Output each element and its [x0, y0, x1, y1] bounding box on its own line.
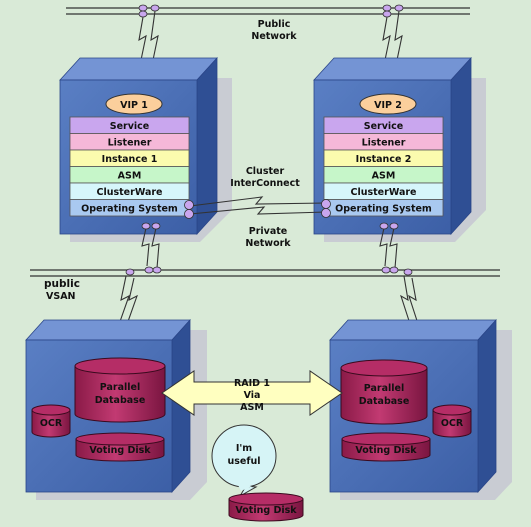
voting-disk-standalone: Voting Disk	[228, 492, 304, 522]
raid-double-arrow: RAID 1 Via ASM	[161, 370, 343, 416]
parallel-database-2: Parallel Database	[340, 359, 428, 425]
ocr-disk-1: OCR	[31, 404, 71, 438]
ocr-label-2: OCR	[441, 418, 464, 429]
voting-disk-standalone-label: Voting Disk	[235, 505, 297, 516]
database-label-2b: Database	[359, 396, 410, 407]
layer-clusterware-label-1: ClusterWare	[97, 187, 163, 198]
private-network-label-2: Network	[245, 238, 291, 249]
ocr-disk-2: OCR	[432, 404, 472, 438]
vip-label-2: VIP 2	[374, 100, 402, 111]
cluster-interconnect-label-2: InterConnect	[230, 178, 300, 189]
interconnect-lines	[189, 196, 327, 215]
public-network-label-2: Network	[251, 31, 297, 42]
ocr-label-1: OCR	[40, 418, 63, 429]
layer-instance-2-label-2: Instance 2	[356, 154, 412, 165]
parallel-database-1: Parallel Database	[74, 357, 166, 423]
raid-label-2: Via	[244, 390, 261, 401]
vip-label-1: VIP 1	[120, 100, 148, 111]
bubble-text-2: useful	[227, 456, 260, 467]
layer-listener-label-2: Listener	[362, 138, 406, 149]
layer-instance-1-label-1: Instance 1	[102, 154, 158, 165]
speech-bubble: I'm useful	[211, 424, 277, 498]
database-label-1a: Parallel	[100, 382, 140, 393]
raid-label-1: RAID 1	[234, 378, 270, 389]
public-vsan-label-1: public	[44, 278, 80, 290]
vip-badge-1: VIP 1	[105, 93, 163, 115]
layer-service-label-1: Service	[110, 121, 150, 132]
bubble-text-1: I'm	[236, 443, 252, 454]
layer-asm-label-2: ASM	[372, 171, 396, 182]
database-label-1b: Database	[95, 395, 146, 406]
layer-operating-system-label-2: Operating System	[335, 204, 432, 215]
layer-operating-system-label-1: Operating System	[81, 204, 178, 215]
layer-asm-label-1: ASM	[118, 171, 142, 182]
layer-listener-label-1: Listener	[108, 138, 152, 149]
cluster-interconnect-label-1: Cluster	[246, 166, 285, 177]
private-network-label-1: Private	[249, 226, 288, 237]
database-label-2a: Parallel	[364, 383, 404, 394]
vsan-lines	[30, 269, 500, 277]
voting-disk-1: Voting Disk	[75, 432, 165, 462]
voting-disk-label-2: Voting Disk	[355, 445, 417, 456]
public-network-label-1: Public	[258, 19, 291, 30]
server1-vsan-link	[141, 222, 162, 274]
vip-badge-2: VIP 2	[359, 93, 417, 115]
interconnect-ports	[184, 199, 331, 219]
raid-label-3: ASM	[240, 402, 264, 413]
public-vsan-label-2: VSAN	[46, 291, 76, 302]
layer-clusterware-label-2: ClusterWare	[351, 187, 417, 198]
server2-vsan-link	[379, 222, 399, 274]
voting-disk-2: Voting Disk	[341, 432, 431, 462]
voting-disk-label-1: Voting Disk	[89, 445, 151, 456]
layer-service-label-2: Service	[364, 121, 404, 132]
